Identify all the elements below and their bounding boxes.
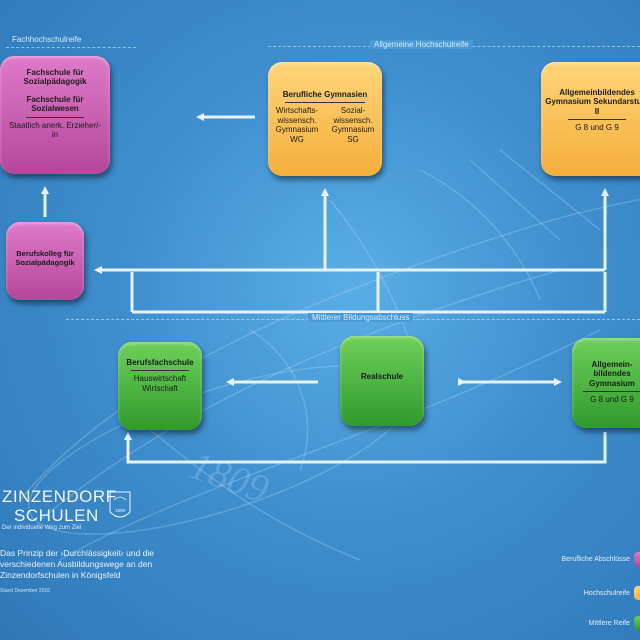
- berufsfachschule-divider: [131, 370, 189, 372]
- gymnasium-title: Allgemein-bildendes Gymnasium: [589, 360, 635, 388]
- legend-label-hochschulreife: Hochschulreife: [583, 590, 630, 597]
- berufliche-gymnasien-title: Berufliche Gymnasien: [282, 90, 368, 99]
- stand-date: Stand Dezember 2016: [0, 588, 51, 594]
- gymnasium-sub: G 8 und G 9: [590, 395, 634, 405]
- fachhochschulreife-label: Fachhochschulreife: [12, 35, 82, 44]
- legend-swatch-mittlere: [634, 616, 640, 630]
- berufsfachschule-title: Berufsfachschule: [126, 358, 194, 367]
- box-berufliche-gymnasien: Berufliche Gymnasien Wirtschafts-wissens…: [268, 62, 382, 176]
- berufsfachschule-sub: Hauswirtschaft Wirtschaft: [133, 374, 187, 393]
- box-gymnasium-sek2: Allgemeinbildendes Gymnasium Sekundarstu…: [541, 62, 640, 176]
- box-berufskolleg: Berufskolleg für Sozialpädagogik: [6, 222, 84, 300]
- berufliche-gymnasien-sg: Sozial-wissensch. Gymnasium SG: [331, 106, 375, 144]
- realschule-title: Realschule: [360, 372, 404, 381]
- box-berufsfachschule: Berufsfachschule Hauswirtschaft Wirtscha…: [118, 342, 202, 430]
- gymnasium-sek2-sub: G 8 und G 9: [575, 123, 619, 133]
- gymnasium-divider: [583, 391, 640, 393]
- legend-swatch-hochschulreife: [634, 586, 640, 600]
- box-fachschule: Fachschule für Sozialpädagogik Fachschul…: [0, 56, 110, 174]
- brand-tagline: Der individuelle Weg zum Ziel: [2, 525, 82, 531]
- legend-label-berufliche: Berufliche Abschlüsse: [561, 556, 630, 563]
- legend-label-mittlere: Mittlere Reife: [588, 620, 630, 627]
- berufskolleg-title: Berufskolleg für Sozialpädagogik: [15, 249, 75, 267]
- brand-name-line2: SCHULEN: [14, 506, 99, 525]
- description-text: Das Prinzip der ›Durchlässigkeit‹ und di…: [0, 548, 155, 580]
- fachschule-title2: Fachschule für Sozialwesen: [26, 94, 84, 114]
- gymnasium-sek2-title: Allgemeinbildendes Gymnasium Sekundarstu…: [545, 88, 640, 116]
- berufliche-gymnasien-divider: [285, 102, 365, 104]
- fachschule-sub: Staatlich anerk. Erzieher/-in: [8, 120, 102, 140]
- fachschule-title1: Fachschule für Sozialpädagogik: [23, 68, 87, 87]
- box-gymnasium: Allgemein-bildendes Gymnasium G 8 und G …: [572, 338, 640, 428]
- brand-name-line1: ZINZENDORF: [2, 487, 117, 506]
- brand-seal-year: 1809: [115, 508, 126, 513]
- gymnasium-sek2-divider: [568, 119, 626, 121]
- fachschule-divider: [26, 116, 84, 118]
- legend-swatch-berufliche: [634, 552, 640, 566]
- berufliche-gymnasien-wg: Wirtschafts-wissensch. Gymnasium WG: [275, 106, 319, 144]
- fachhochschulreife-line: [6, 47, 136, 48]
- hochschulreife-label: Allgemeine Hochschulreife: [370, 40, 473, 49]
- mittlerer-label: Mittlerer Bildungsabschluss: [308, 313, 414, 322]
- box-realschule: Realschule: [340, 336, 424, 426]
- brand-seal-icon: 1809: [109, 491, 131, 518]
